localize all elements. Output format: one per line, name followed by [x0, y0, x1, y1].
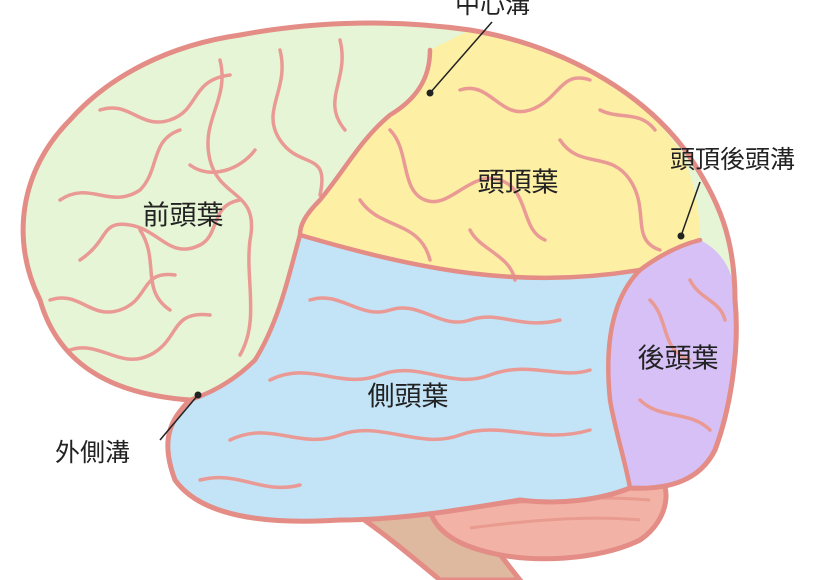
occipital-lobe-label: 後頭葉: [637, 343, 719, 375]
parieto-occipital-sulcus-dot: [677, 232, 685, 240]
parieto-occipital-sulcus-leader: [680, 181, 701, 237]
temporal-lobe-label: 側頭葉: [367, 381, 449, 413]
lateral-sulcus-label: 外側溝: [55, 438, 131, 467]
parietal-lobe-label: 頭頂葉: [477, 167, 559, 199]
brain-outline: [20, 20, 739, 524]
central-sulcus-dot: [426, 89, 434, 97]
parieto-occipital-sulcus-label: 頭頂後頭溝: [670, 145, 796, 174]
callout-dots: [194, 89, 685, 399]
lateral-sulcus-dot: [194, 391, 202, 399]
gyri-lines: [48, 38, 727, 490]
lobe-boundaries: [187, 47, 703, 491]
lateral-sulcus-leader: [159, 394, 199, 441]
callout-lines: [159, 21, 701, 441]
central-sulcus-label: 中心溝: [455, 0, 531, 19]
parietal-lobe-region: [300, 30, 700, 278]
temporal-lobe-region: [167, 235, 640, 522]
frontal-lobe-label: 前頭葉: [142, 200, 224, 232]
central-sulcus-leader: [429, 21, 493, 94]
